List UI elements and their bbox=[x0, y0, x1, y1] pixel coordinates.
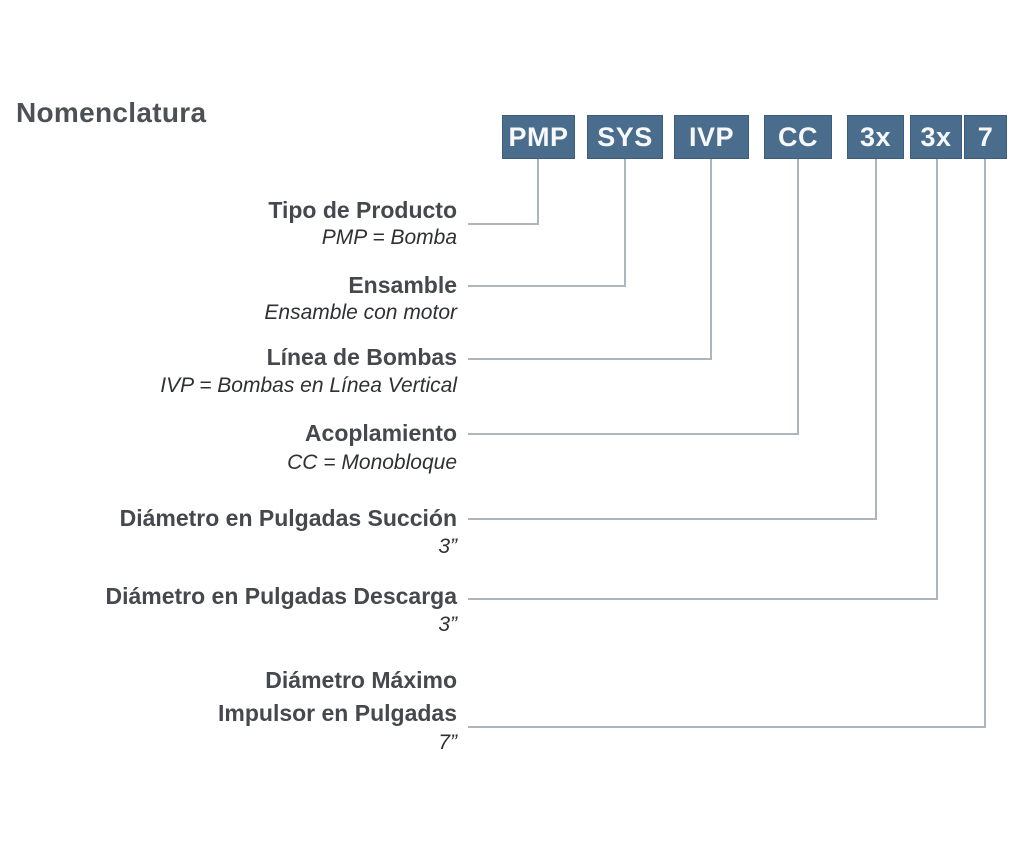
label-impeller-diameter-line2: Impulsor en Pulgadas bbox=[218, 700, 457, 726]
sublabel-assembly: Ensamble con motor bbox=[264, 301, 457, 324]
connector-vline-suction bbox=[875, 159, 877, 520]
connector-hline-cc bbox=[468, 433, 799, 435]
code-box-impeller-size: 7 bbox=[964, 115, 1007, 159]
sublabel-discharge-diameter: 3” bbox=[438, 613, 457, 636]
connector-hline-pmp bbox=[468, 223, 539, 225]
code-box-pmp: PMP bbox=[502, 115, 575, 159]
connector-hline-impeller bbox=[468, 726, 986, 728]
sublabel-coupling: CC = Monobloque bbox=[287, 451, 457, 474]
code-box-sys: SYS bbox=[587, 115, 663, 159]
page-title: Nomenclatura bbox=[16, 97, 207, 128]
connector-vline-sys bbox=[624, 159, 626, 287]
connector-hline-ivp bbox=[468, 358, 712, 360]
code-box-discharge-size: 3x bbox=[910, 115, 962, 159]
connector-hline-discharge bbox=[468, 598, 938, 600]
sublabel-suction-diameter: 3” bbox=[438, 535, 457, 558]
label-suction-diameter: Diámetro en Pulgadas Succión bbox=[119, 505, 457, 531]
connector-hline-suction bbox=[468, 518, 877, 520]
code-box-suction-size: 3x bbox=[847, 115, 904, 159]
sublabel-product-type: PMP = Bomba bbox=[321, 226, 457, 249]
label-pump-line: Línea de Bombas bbox=[266, 344, 457, 370]
label-discharge-diameter: Diámetro en Pulgadas Descarga bbox=[105, 583, 457, 609]
code-box-cc: CC bbox=[764, 115, 832, 159]
label-coupling: Acoplamiento bbox=[304, 420, 457, 446]
connector-vline-cc bbox=[797, 159, 799, 435]
connector-hline-sys bbox=[468, 285, 626, 287]
connector-vline-impeller bbox=[984, 159, 986, 728]
label-product-type: Tipo de Producto bbox=[268, 197, 457, 223]
code-box-ivp: IVP bbox=[674, 115, 749, 159]
connector-vline-discharge bbox=[936, 159, 938, 600]
connector-vline-ivp bbox=[710, 159, 712, 360]
label-assembly: Ensamble bbox=[348, 272, 457, 298]
connector-vline-pmp bbox=[537, 159, 539, 225]
sublabel-impeller-diameter: 7” bbox=[438, 731, 457, 754]
sublabel-pump-line: IVP = Bombas en Línea Vertical bbox=[160, 374, 457, 397]
label-impeller-diameter-line1: Diámetro Máximo bbox=[265, 667, 457, 693]
